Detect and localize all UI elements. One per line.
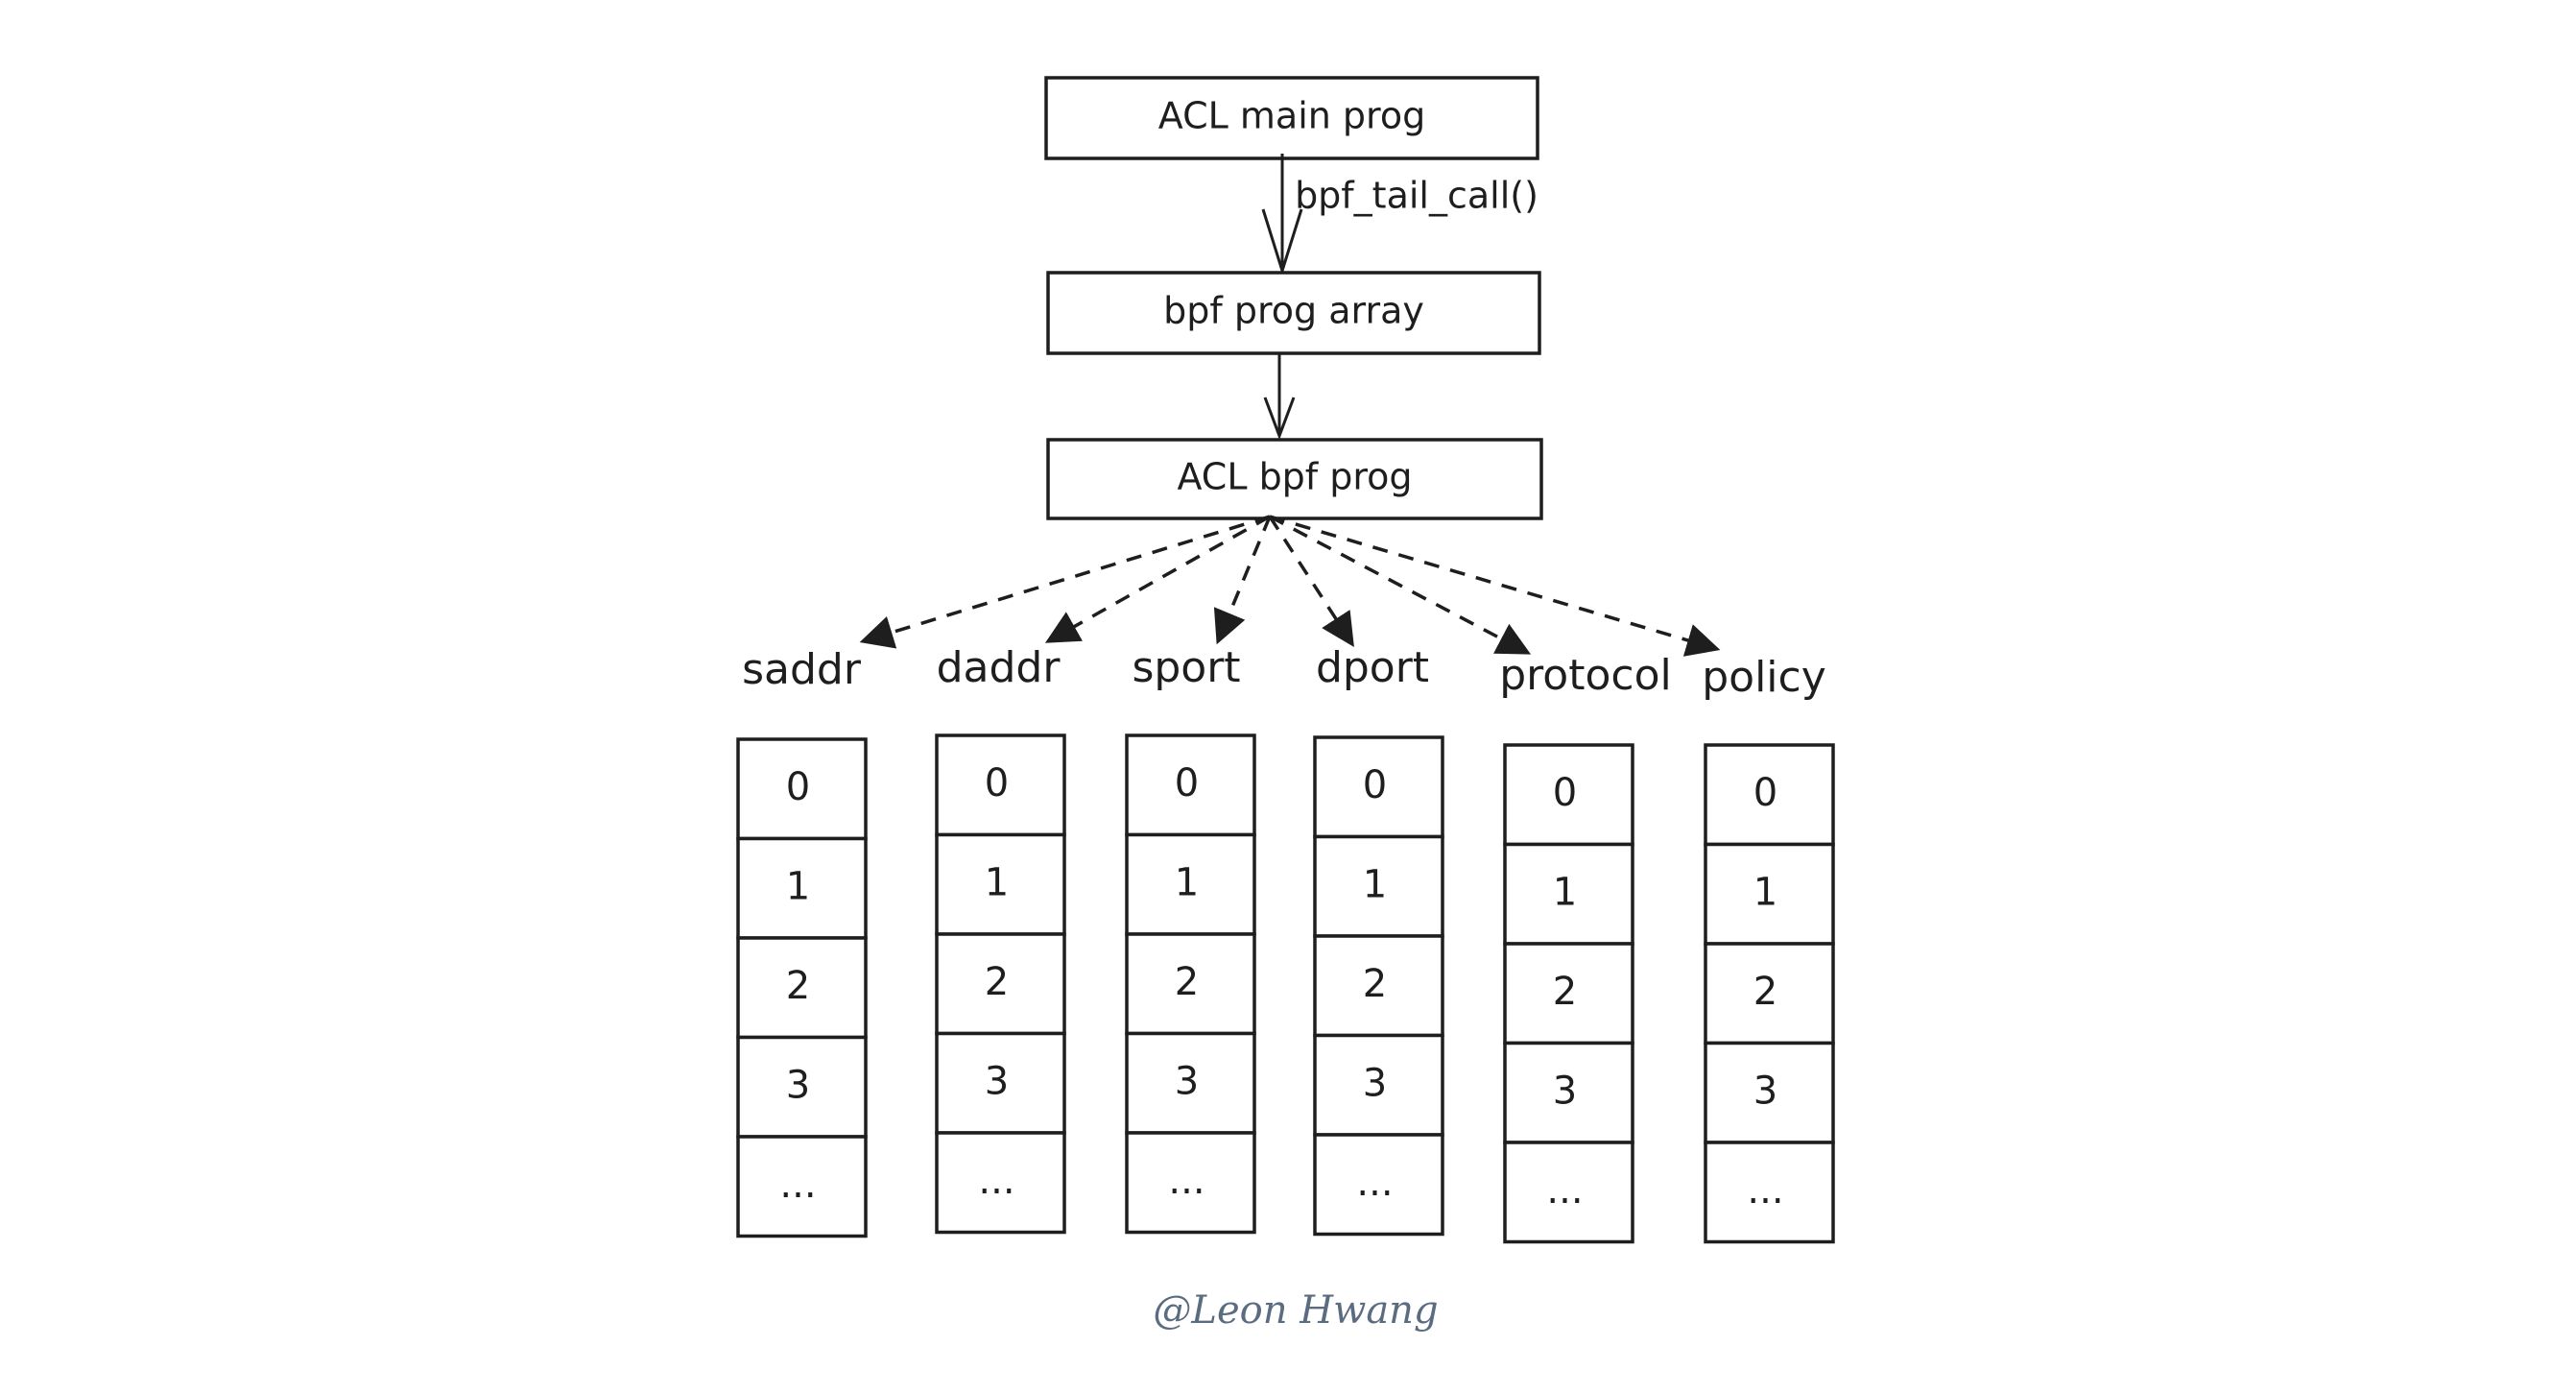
map-cell-index: 2	[985, 960, 1009, 1004]
acl-main-prog-box: ACL main prog	[1044, 76, 1539, 160]
tail-call-label: bpf_tail_call()	[1295, 175, 1538, 217]
map-cell-index: 3	[985, 1059, 1009, 1103]
map-saddr: saddr 0 1 2 3...	[736, 515, 1271, 1238]
map-cell	[935, 1131, 1066, 1235]
map-cell-index: 0	[1553, 771, 1577, 815]
map-cell	[1313, 1033, 1444, 1137]
acl-bpf-prog-box: ACL bpf prog	[1046, 438, 1543, 520]
map-cell	[1313, 1133, 1444, 1237]
acl-bpf-prog-label: ACL bpf prog	[1177, 456, 1412, 498]
map-cell	[1704, 1041, 1835, 1144]
map-name: daddr	[937, 643, 1061, 692]
map-cell	[736, 936, 868, 1040]
map-name: dport	[1316, 643, 1429, 692]
map-cell	[1313, 834, 1444, 938]
dashed-arrow-saddr	[859, 515, 1271, 649]
map-cell-index: 2	[1553, 970, 1577, 1014]
map-cell	[935, 832, 1066, 936]
map-cell	[1125, 932, 1256, 1036]
map-cell-index: 2	[1175, 960, 1199, 1004]
map-name: saddr	[742, 645, 862, 694]
map-cell	[1125, 1131, 1256, 1235]
bpf-prog-array-label: bpf prog array	[1163, 290, 1424, 332]
map-cell	[736, 1135, 868, 1238]
map-cell-index: 1	[1175, 860, 1199, 904]
map-cell-index: ...	[779, 1163, 816, 1207]
map-cell-index: ...	[978, 1159, 1014, 1203]
map-daddr: daddr 0 1 2 3...	[935, 515, 1271, 1235]
map-cell-index: 1	[1553, 870, 1577, 914]
dashed-arrow-policy	[1269, 515, 1721, 657]
map-cell-index: 0	[985, 761, 1009, 805]
dashed-arrow-daddr	[1044, 515, 1271, 643]
map-sport: sport 0 1 2 3...	[1125, 516, 1272, 1235]
map-cell-index: 2	[1753, 970, 1777, 1014]
map-cell	[736, 737, 868, 841]
map-cell-index: ...	[1747, 1168, 1783, 1213]
map-cell	[1704, 842, 1835, 946]
dashed-arrow-sport	[1213, 516, 1272, 645]
map-cell	[1704, 942, 1835, 1046]
map-protocol: protocol 0 1 2 3...	[1269, 515, 1672, 1244]
map-cell-index: 2	[786, 964, 810, 1008]
map-name: policy	[1702, 653, 1826, 702]
map-cell	[1313, 735, 1444, 839]
map-cell	[1704, 1141, 1835, 1244]
map-dport: dport 0 1 2 3...	[1268, 516, 1444, 1237]
map-cell	[1503, 1041, 1634, 1144]
map-cell	[1503, 942, 1634, 1046]
map-cell-index: 0	[786, 765, 810, 809]
map-cell-index: 0	[1175, 761, 1199, 805]
map-cell-index: 1	[1363, 862, 1387, 906]
map-cell-index: 1	[1753, 870, 1777, 914]
map-cell-index: 3	[1363, 1061, 1387, 1105]
map-cell-index: ...	[1546, 1168, 1583, 1213]
map-cell-index: 3	[1175, 1059, 1199, 1103]
dashed-arrow-protocol	[1269, 515, 1532, 655]
watermark: @Leon Hwang	[1153, 1288, 1438, 1333]
map-cell	[1503, 1141, 1634, 1244]
map-cell-index: 0	[1363, 763, 1387, 807]
dashed-arrow-dport	[1268, 516, 1354, 647]
map-cell-index: 2	[1363, 962, 1387, 1006]
map-cell-index: ...	[1168, 1159, 1205, 1203]
tail-call-arrow: bpf_tail_call()	[1261, 154, 1538, 276]
array-to-acl-arrow	[1263, 353, 1296, 441]
map-columns: saddr0123...daddr0123...sport0123...dpor…	[736, 515, 1835, 1244]
map-cell-index: 1	[786, 864, 810, 908]
map-name: sport	[1132, 643, 1240, 692]
map-name: protocol	[1499, 651, 1671, 700]
map-cell-index: 3	[1553, 1069, 1577, 1113]
map-cell	[1125, 733, 1256, 837]
acl-main-prog-label: ACL main prog	[1158, 95, 1425, 137]
map-cell	[935, 733, 1066, 837]
map-cell	[736, 836, 868, 940]
map-cell-index: 3	[1753, 1069, 1777, 1113]
map-cell-index: 0	[1753, 771, 1777, 815]
map-policy: policy 0 1 2 3...	[1269, 515, 1835, 1244]
map-cell-index: ...	[1356, 1161, 1393, 1205]
map-cell-index: 3	[786, 1063, 810, 1107]
map-cell-index: 1	[985, 860, 1009, 904]
bpf-prog-array-box: bpf prog array	[1046, 271, 1541, 355]
